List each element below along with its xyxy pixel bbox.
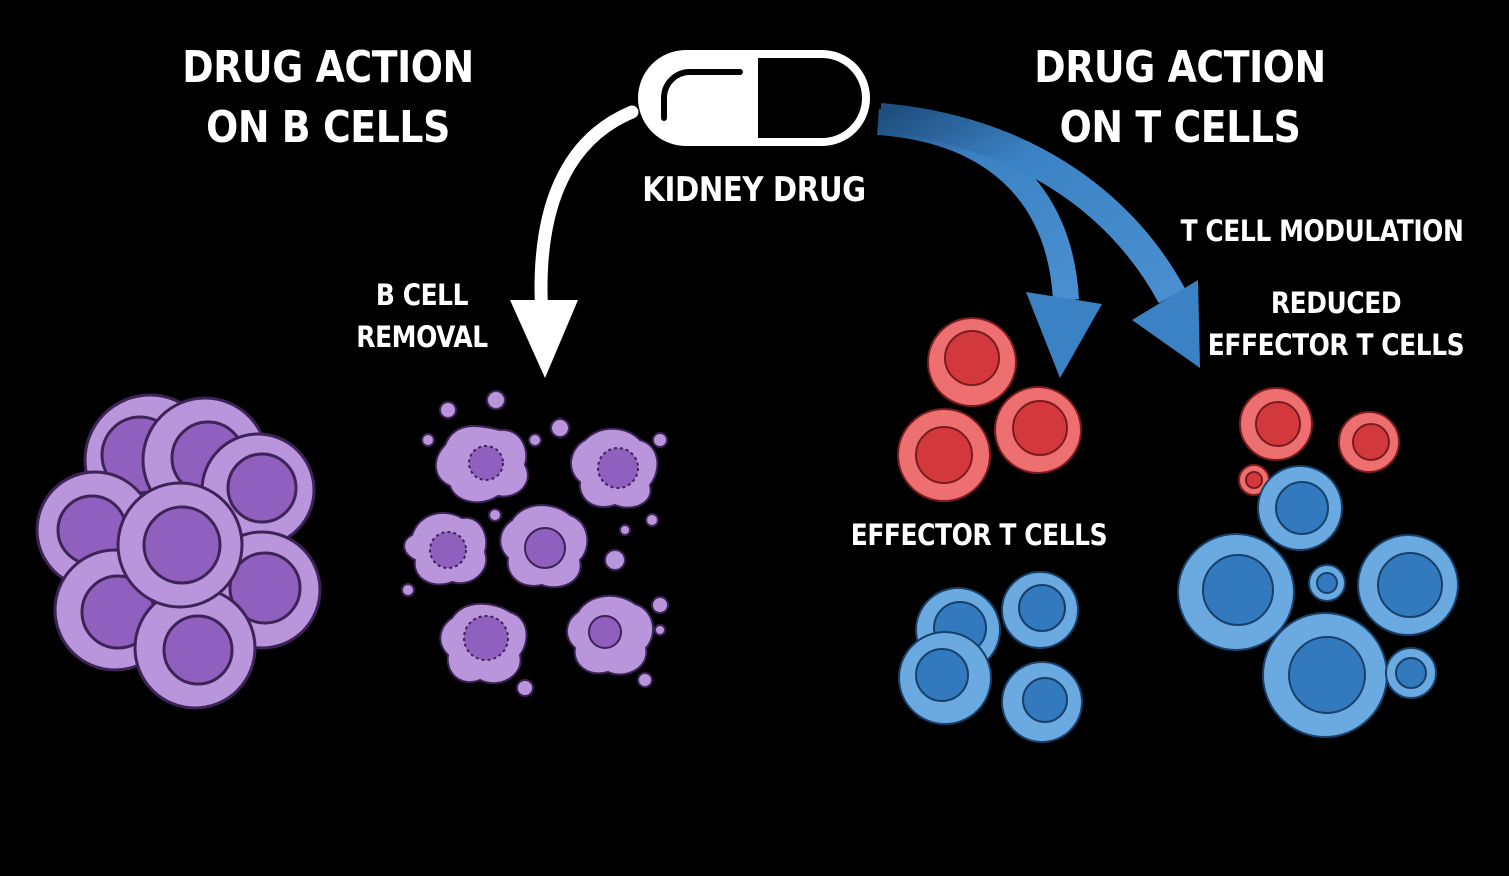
modulated-effector-cells [1238, 387, 1400, 496]
pill-icon [638, 50, 870, 146]
blue-t-cell [1308, 564, 1346, 602]
drug-label: KIDNEY DRUG [642, 170, 866, 210]
blue-t-cell [1257, 465, 1343, 551]
effector-t-cell [1338, 411, 1400, 473]
blue-t-cell [1001, 661, 1083, 743]
modulated-blue-cells [1177, 465, 1459, 738]
fragmented-b-cell [421, 390, 542, 504]
b-cell-arrow [510, 105, 639, 378]
blue-t-cell [1262, 612, 1388, 738]
fragmented-b-cell [401, 508, 502, 597]
t-cell-modulation-label: T CELL MODULATION [1180, 214, 1464, 248]
effector-t-cell [897, 408, 991, 502]
t-cells-title-line2: ON T CELLS [1059, 102, 1301, 153]
effector-t-cell [1239, 387, 1313, 461]
b-cells-title-line2: ON B CELLS [206, 102, 450, 153]
b-cell-removal-label: B CELL REMOVAL [336, 274, 508, 358]
fragmented-b-cell [566, 594, 669, 688]
effector-t-cell [994, 386, 1082, 474]
effector-t-cells-label: EFFECTOR T CELLS [850, 518, 1108, 552]
fragmented-b-cell [439, 602, 534, 697]
b-cell [133, 586, 257, 710]
b-cell-removal-line1: B CELL [375, 278, 469, 312]
blue-t-cell [1001, 571, 1079, 649]
effector-t-cell [1238, 464, 1270, 496]
b-cell-cluster [35, 393, 322, 710]
fragmented-b-cells [401, 390, 669, 697]
blue-t-cells [898, 571, 1083, 743]
b-cell [116, 481, 244, 609]
fragmented-b-cell [499, 504, 631, 589]
fragmented-b-cell [550, 418, 668, 527]
reduced-effector-label: REDUCED EFFECTOR T CELLS [1202, 282, 1470, 366]
t-cell-arrows [877, 103, 1200, 378]
blue-t-cell [1385, 647, 1437, 699]
effector-t-cells [897, 317, 1082, 502]
blue-t-cell [898, 631, 992, 725]
reduced-effector-line1: REDUCED [1270, 286, 1402, 320]
b-cells-title: DRUG ACTION ON B CELLS [173, 38, 483, 158]
b-cell-removal-line2: REMOVAL [356, 320, 488, 354]
blue-t-cell [1177, 533, 1295, 651]
reduced-effector-line2: EFFECTOR T CELLS [1207, 328, 1465, 362]
blue-t-cell [1357, 534, 1459, 636]
t-cells-title: DRUG ACTION ON T CELLS [1025, 38, 1335, 158]
t-cells-title-line1: DRUG ACTION [1034, 42, 1326, 93]
b-cells-title-line1: DRUG ACTION [182, 42, 474, 93]
effector-t-cell [927, 317, 1017, 407]
